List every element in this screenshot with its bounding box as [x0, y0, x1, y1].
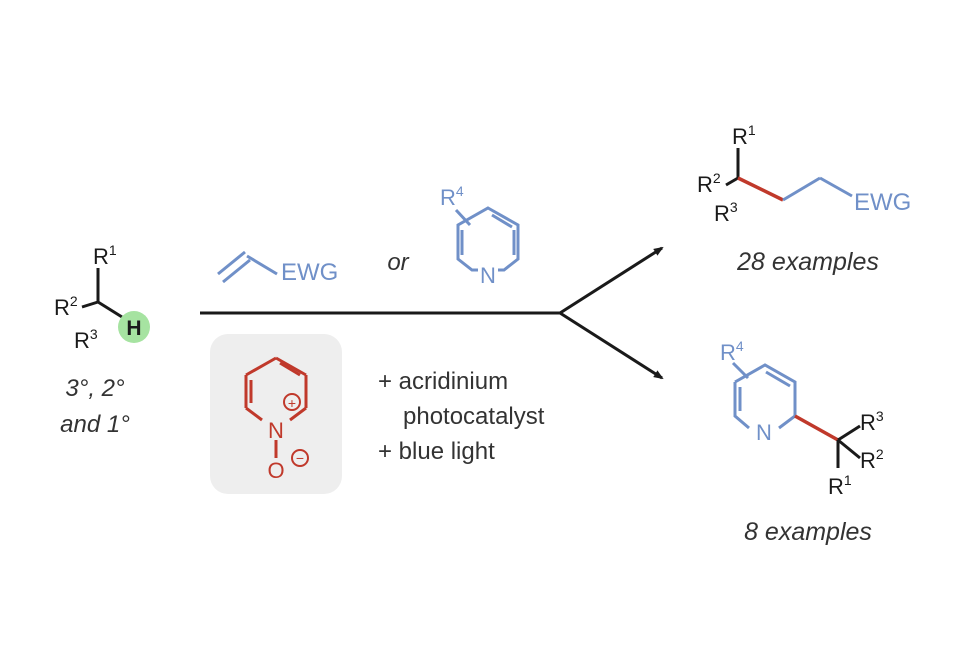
noxide-n: N [268, 418, 284, 443]
catalyst-box [210, 334, 342, 494]
product-bottom-pyridine [731, 361, 797, 430]
product-top-structure [725, 148, 853, 202]
product-top-ewg: EWG [854, 189, 911, 216]
substrate-r2: R2 [54, 293, 78, 320]
selectivity-line1: 3°, 2° [65, 375, 125, 402]
pyridine-n-oxide [244, 356, 308, 458]
conditions-line2: photocatalyst [403, 403, 545, 430]
product-bottom-n: N [756, 420, 772, 445]
product-bottom-alkyl [794, 414, 861, 468]
noxide-plus: + [288, 395, 296, 411]
minus-charge-circle [291, 449, 309, 467]
product-top-examples: 28 examples [736, 248, 879, 276]
reaction-arrow [200, 246, 664, 380]
noxide-o: O [267, 458, 284, 483]
product-bottom-examples: 8 examples [744, 518, 872, 546]
substrate-h: H [126, 317, 141, 340]
product-bottom-r1: R1 [828, 472, 852, 499]
substrate-r3: R3 [74, 326, 98, 353]
plus-charge-circle [283, 393, 301, 411]
pyridine-n: N [480, 263, 496, 288]
or-text: or [387, 249, 409, 276]
highlighted-hydrogen [118, 311, 150, 343]
conditions-line1: + acridinium [378, 368, 508, 395]
acceptor-ewg: EWG [281, 259, 338, 286]
product-top-r2: R2 [697, 170, 721, 197]
pyridine-r4: R4 [440, 183, 464, 210]
product-top-r1: R1 [732, 122, 756, 149]
conditions-line3: + blue light [378, 438, 495, 465]
pyridine-reagent [454, 206, 520, 272]
substrate-r1: R1 [93, 242, 117, 269]
substrate-structure: H R1 R2 R3 [54, 242, 150, 353]
selectivity-line2: and 1° [60, 411, 130, 438]
product-bottom-r4: R4 [720, 338, 744, 365]
acceptor-alkene: EWG [217, 250, 338, 286]
noxide-minus: − [296, 450, 304, 466]
product-bottom-r3: R3 [860, 408, 884, 435]
product-top-r3: R3 [714, 199, 738, 226]
product-bottom-r2: R2 [860, 446, 884, 473]
